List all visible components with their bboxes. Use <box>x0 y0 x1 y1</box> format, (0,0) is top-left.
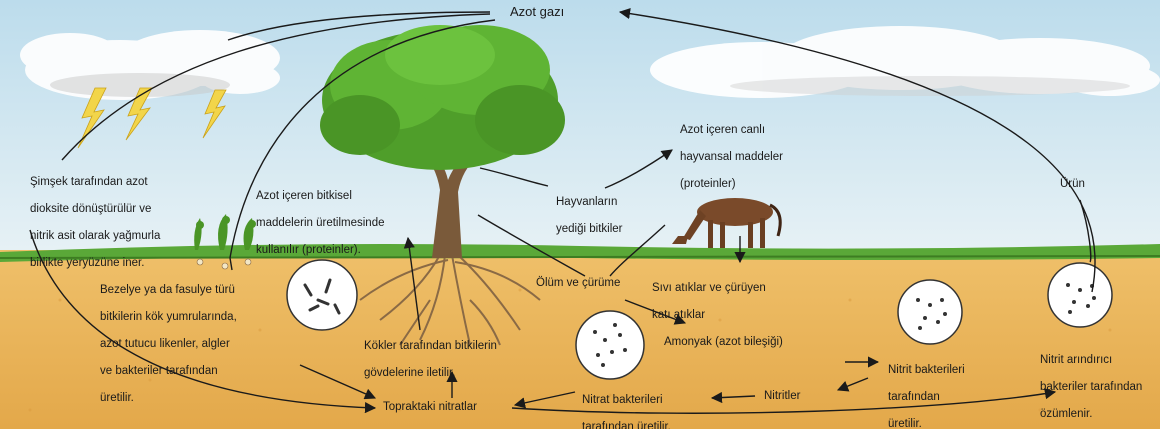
hayvansal-line: Azot içeren canlı <box>680 124 783 138</box>
label-bitkisel: Azot içeren bitkisel maddelerin üretilme… <box>256 176 384 271</box>
hayvanlarin-line: yediği bitkiler <box>556 223 622 237</box>
simsek-line: nitrik asit olarak yağmurla <box>30 230 160 244</box>
bacteria-circle-1 <box>287 260 357 330</box>
label-bezelye: Bezelye ya da fasulye türü bitkilerin kö… <box>100 270 237 419</box>
label-nitrit-arindirici: Nitrit arındırıcı bakteriler tarafından … <box>1040 340 1142 429</box>
label-sivi: Sıvı atıklar ve çürüyen katı atıklar <box>652 268 766 336</box>
nitrat-bakt-line: Nitrat bakterileri <box>582 394 671 408</box>
bacteria-circle-4 <box>1048 263 1112 327</box>
bitkisel-line: kullanılır (proteinler). <box>256 244 384 258</box>
label-azot-gazi: Azot gazı <box>510 5 564 19</box>
label-simsek: Şimşek tarafından azot dioksite dönüştür… <box>30 162 160 284</box>
label-olum: Ölüm ve çürüme <box>536 277 620 291</box>
bezelye-line: bitkilerin kök yumrularında, <box>100 311 237 325</box>
bacteria-circle-2 <box>576 311 644 379</box>
simsek-line: Şimşek tarafından azot <box>30 176 160 190</box>
hayvansal-line: hayvansal maddeler <box>680 151 783 165</box>
bitkisel-line: Azot içeren bitkisel <box>256 190 384 204</box>
nitrit-arind-line: Nitrit arındırıcı <box>1040 354 1142 368</box>
bitkisel-line: maddelerin üretilmesinde <box>256 217 384 231</box>
kokler-line: gövdelerine iletilir. <box>364 367 497 381</box>
label-hayvansal: Azot içeren canlı hayvansal maddeler (pr… <box>680 110 783 205</box>
label-urun: Ürün <box>1060 178 1085 192</box>
label-kokler: Kökler tarafından bitkilerin gövdelerine… <box>364 326 497 394</box>
bezelye-line: Bezelye ya da fasulye türü <box>100 284 237 298</box>
label-nitrat-bakterileri: Nitrat bakterileri tarafından üretilir. <box>582 380 671 429</box>
right-cloud-shade <box>730 76 1130 96</box>
simsek-line: birlikte yeryüzüne iner. <box>30 257 160 271</box>
kokler-line: Kökler tarafından bitkilerin <box>364 340 497 354</box>
hayvansal-line: (proteinler) <box>680 178 783 192</box>
bezelye-line: üretilir. <box>100 392 237 406</box>
hayvanlarin-line: Hayvanların <box>556 196 622 210</box>
label-topraktaki-nitratlar: Topraktaki nitratlar <box>383 401 477 415</box>
label-hayvanlarin: Hayvanların yediği bitkiler <box>556 182 622 250</box>
bezelye-line: ve bakteriler tarafından <box>100 365 237 379</box>
nitrit-arind-line: özümlenir. <box>1040 408 1142 422</box>
sivi-line: Sıvı atıklar ve çürüyen <box>652 282 766 296</box>
label-amonyak: Amonyak (azot bileşiği) <box>664 336 783 350</box>
bacteria-circle-3 <box>898 280 962 344</box>
bezelye-line: azot tutucu likenler, algler <box>100 338 237 352</box>
sivi-line: katı atıklar <box>652 309 766 323</box>
nitrit-bakt-line: Nitrit bakterileri <box>888 364 965 378</box>
nitrit-bakt-line: tarafından <box>888 391 965 405</box>
label-nitrit-bakterileri: Nitrit bakterileri tarafından üretilir. <box>888 350 965 429</box>
nitrit-bakt-line: üretilir. <box>888 418 965 429</box>
nitrat-bakt-line: tarafından üretilir. <box>582 421 671 429</box>
simsek-line: dioksite dönüştürülür ve <box>30 203 160 217</box>
nitrit-arind-line: bakteriler tarafından <box>1040 381 1142 395</box>
label-nitritler: Nitritler <box>764 390 800 404</box>
